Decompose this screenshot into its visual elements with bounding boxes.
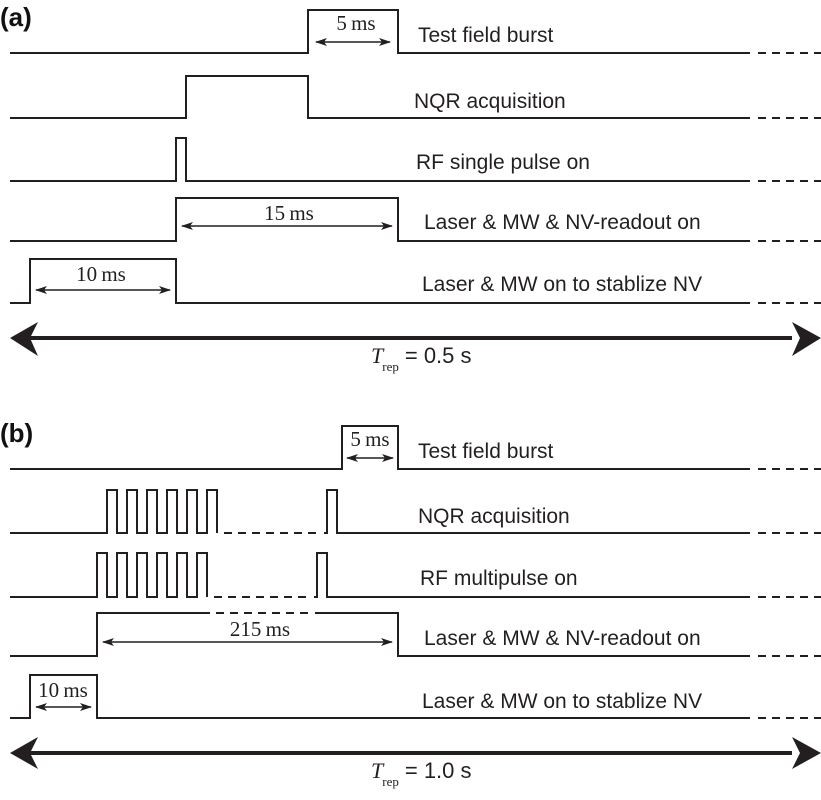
panel-a-row-test-field-burst: 5 ms Test field burst	[10, 9, 821, 54]
row-label: Test field burst	[418, 24, 554, 47]
waveform	[10, 9, 750, 54]
panel-a-row-laser-mw-readout: 15 ms Laser & MW & NV-readout on	[10, 197, 821, 242]
duration-label: 10 ms	[76, 262, 126, 286]
row-label: RF multipulse on	[420, 567, 578, 590]
panel-b-period-arrow: Trep= 1.0 s	[10, 737, 821, 789]
panel-a: (a) 5 ms Test field burst NQR acquisitio…	[0, 2, 821, 374]
waveform	[10, 137, 750, 182]
duration-label: 215 ms	[230, 617, 290, 641]
row-label: RF single pulse on	[416, 151, 590, 174]
row-label: NQR acquisition	[414, 90, 566, 113]
row-label: Laser & MW on to stablize NV	[422, 273, 702, 296]
panel-a-row-rf-single-pulse: RF single pulse on	[10, 137, 821, 182]
panel-a-row-laser-mw-stabilize: 10 ms Laser & MW on to stablize NV	[10, 258, 821, 304]
final-pulse	[324, 489, 750, 534]
panel-b: (b) 5 ms Test field burst NQR acquisitio…	[0, 418, 821, 789]
waveform-left	[10, 612, 210, 657]
panel-a-tag: (a)	[0, 2, 32, 32]
waveform	[10, 425, 750, 470]
arrow-left-icon	[10, 322, 38, 356]
panel-b-tag: (b)	[0, 418, 33, 448]
waveform	[10, 197, 750, 242]
duration-label: 15 ms	[264, 201, 314, 225]
arrow-left-icon	[10, 737, 38, 769]
pulse-train	[10, 489, 218, 534]
pulse-train	[10, 552, 208, 598]
panel-a-row-nqr-acquisition: NQR acquisition	[10, 75, 821, 119]
row-label: NQR acquisition	[418, 505, 570, 528]
panel-b-row-laser-mw-stabilize: 10 ms Laser & MW on to stablize NV	[10, 674, 821, 719]
panel-b-row-nqr-acquisition: NQR acquisition	[10, 489, 821, 534]
waveform-right	[315, 612, 750, 657]
row-label: Laser & MW on to stablize NV	[422, 690, 702, 713]
row-label: Laser & MW & NV-readout on	[424, 627, 701, 650]
panel-a-period-arrow: Trep= 0.5 s	[10, 322, 821, 374]
row-label: Test field burst	[418, 440, 554, 463]
duration-label: 10 ms	[38, 678, 88, 702]
final-pulse	[314, 552, 750, 598]
panel-b-row-laser-mw-readout: 215 ms Laser & MW & NV-readout on	[10, 612, 821, 657]
trep-label: Trep= 1.0 s	[371, 758, 472, 789]
panel-b-row-rf-multipulse: RF multipulse on	[10, 552, 821, 598]
waveform	[10, 674, 750, 719]
waveform	[10, 258, 750, 304]
duration-label: 5 ms	[336, 11, 375, 35]
arrow-right-icon	[792, 737, 821, 769]
duration-label: 5 ms	[350, 427, 389, 451]
arrow-right-icon	[792, 322, 821, 356]
panel-b-row-test-field-burst: 5 ms Test field burst	[10, 425, 821, 470]
row-label: Laser & MW & NV-readout on	[424, 211, 701, 234]
waveform	[10, 75, 750, 119]
trep-label: Trep= 0.5 s	[371, 343, 472, 374]
